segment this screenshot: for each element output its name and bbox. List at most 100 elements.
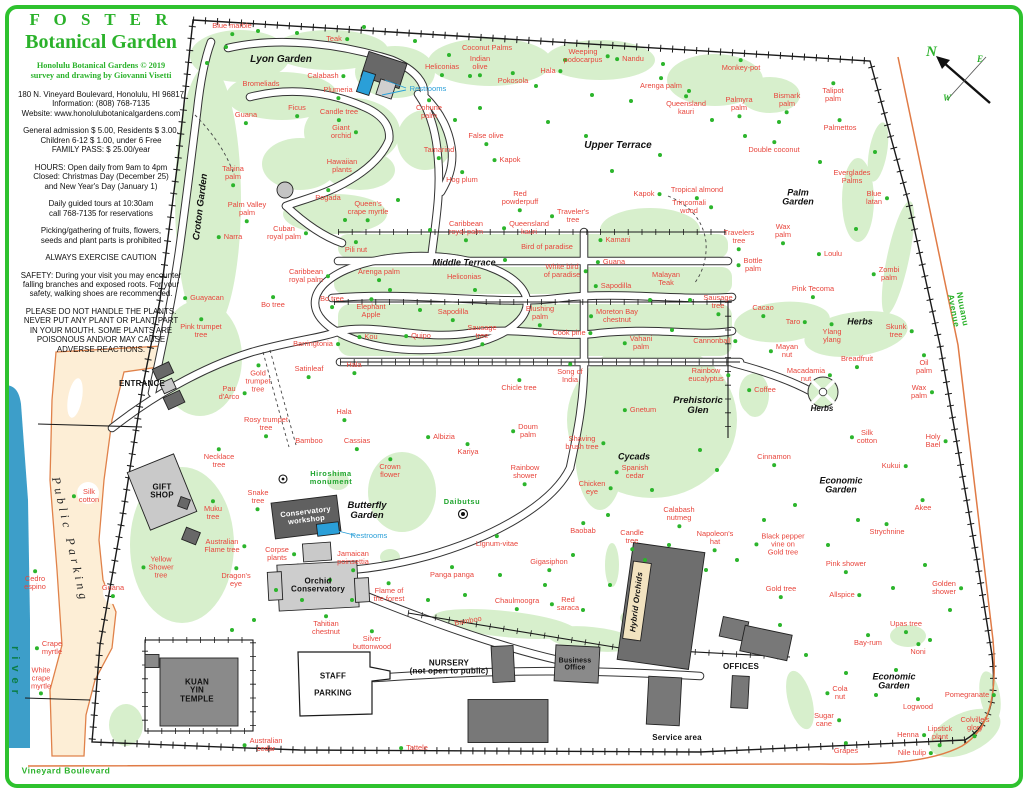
plant-label: Queen's crape myrtle	[348, 200, 388, 222]
facility-label: ENTRANCE	[118, 378, 166, 388]
plant-label: Trincomali wood	[672, 199, 713, 215]
tree-dot	[357, 334, 362, 339]
facility-label: NURSERY (not open to public)	[409, 658, 489, 676]
plant-label: Tamarind	[424, 146, 454, 160]
garden-title-line2: Botanical Garden	[25, 31, 177, 53]
plant-label: Guana	[102, 584, 124, 598]
tree-dot	[325, 188, 330, 193]
plant-label: Albizia	[426, 433, 455, 441]
tree-dot	[335, 341, 340, 346]
tree-dot	[256, 506, 260, 511]
tree-dot	[739, 58, 743, 63]
tree-dot	[884, 522, 889, 527]
tree-dot	[515, 606, 519, 611]
hours-info: HOURS: Open daily from 9am to 4pm Closed…	[33, 162, 169, 191]
plant-label: Sapodilla	[438, 308, 468, 322]
plant-label: Nile tulip	[898, 749, 934, 757]
tree-dot	[843, 569, 848, 574]
plant-label: Hala	[346, 361, 362, 375]
tree-dot	[710, 118, 714, 122]
plant-label: Tropical almond	[671, 186, 723, 200]
plant-label: Necklace tree	[204, 447, 234, 469]
tree-dot	[323, 614, 328, 619]
plant-label: Traveler's tree	[550, 208, 589, 224]
plant-label: Shaving brush tree	[565, 435, 606, 451]
tree-dot	[938, 742, 942, 747]
facility-label: OFFICES	[722, 661, 760, 671]
tree-dot	[948, 608, 952, 612]
tree-dot	[606, 513, 610, 517]
tree-dot	[844, 671, 848, 675]
plant-label: Noni	[910, 642, 926, 656]
plant-label: Queensland kauri	[666, 94, 706, 116]
garden-area-label: Palm Garden	[782, 187, 814, 207]
tree-dot	[495, 534, 499, 539]
tree-dot	[716, 311, 720, 316]
tree-dot	[687, 89, 691, 93]
tree-dot	[437, 155, 441, 160]
tree-dot	[871, 272, 876, 276]
plant-label: Baobab	[570, 521, 596, 535]
tree-dot	[210, 499, 215, 504]
street-label: Vineyard Boulevard	[21, 765, 111, 776]
tree-dot	[183, 295, 188, 300]
tree-dot	[688, 298, 692, 302]
tree-dot	[676, 523, 681, 528]
tree-dot	[973, 733, 977, 738]
tree-dot	[300, 598, 304, 602]
plant-label: Tattele	[399, 744, 428, 752]
tree-dot	[426, 98, 431, 103]
tree-dot	[230, 31, 234, 36]
tree-dot	[362, 25, 366, 29]
tree-dot	[216, 234, 221, 239]
plant-label: Pogada	[315, 188, 341, 202]
plant-label: Sausage tree	[467, 324, 497, 346]
tree-dot	[803, 319, 808, 324]
tree-dot	[830, 322, 834, 327]
tree-dot	[263, 433, 268, 438]
dashed-paths	[194, 114, 707, 448]
garden-area-label: Economic Garden	[872, 671, 916, 691]
plant-label: Tahitian chestnut	[312, 614, 340, 636]
garden-area-label: Middle Terrace	[432, 257, 496, 268]
safety-note: SAFETY: During your visit you may encoun…	[20, 270, 182, 299]
herb-circle	[807, 376, 839, 408]
tree-dot	[601, 441, 606, 445]
plant-label: Palm Valley palm	[228, 201, 266, 223]
tree-dot	[571, 553, 575, 557]
tree-dot	[593, 283, 598, 288]
tree-dot	[743, 134, 747, 138]
plant-label: Heliconias	[446, 272, 482, 282]
address-info: 180 N. Vineyard Boulevard, Honolulu, HI …	[17, 89, 185, 118]
plant-label: Blue latan	[866, 190, 890, 206]
street-lines	[27, 56, 995, 767]
garden-area-label: Prehistoric Glen	[673, 395, 723, 416]
tree-dot	[306, 374, 311, 379]
tree-dot	[811, 294, 815, 299]
plant-label: Double coconut	[748, 140, 800, 154]
plant-label: Guayacan	[183, 294, 224, 302]
compass-icon	[936, 56, 991, 104]
plant-label: Crape myrtle	[34, 640, 62, 656]
compass-north-label: N	[926, 44, 937, 60]
tree-dot	[793, 503, 797, 507]
plant-label: Kapok	[634, 190, 662, 198]
plant-label: Elephant Apple	[356, 297, 386, 319]
tree-dot	[844, 741, 848, 746]
plant-label: Giant orchid	[331, 124, 359, 140]
plant-label: Nandu	[615, 55, 644, 63]
tree-dot	[648, 298, 652, 302]
tree-dot	[522, 481, 527, 486]
plant-label: Doum palm	[511, 423, 538, 439]
tree-dot	[873, 150, 877, 154]
tree-dot	[516, 378, 521, 383]
plant-label: Allspice	[829, 591, 862, 599]
compass-east-label: E	[977, 54, 984, 64]
tree-dot	[71, 494, 76, 498]
tree-dot	[370, 629, 374, 634]
plant-label: Pink shower	[826, 560, 866, 574]
plant-label: Oil palm	[916, 353, 932, 375]
tree-dot	[831, 81, 835, 86]
plant-label: Silver buttonwood	[353, 629, 391, 651]
plant-label: Weeping podocarpus	[564, 48, 610, 64]
